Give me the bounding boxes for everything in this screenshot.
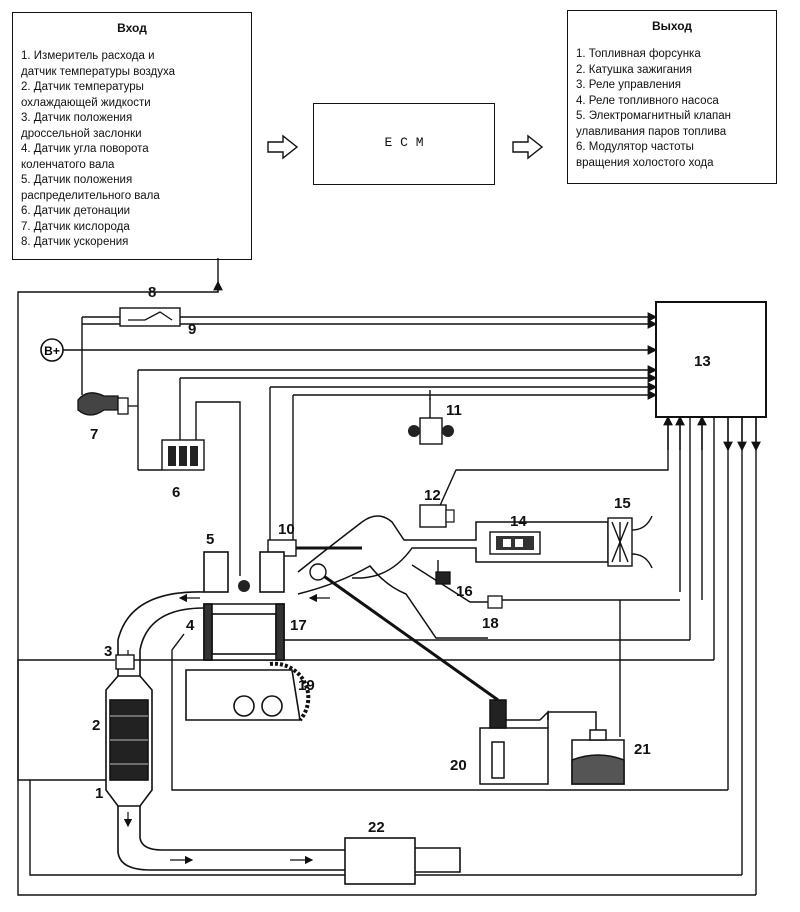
input_box-item: 2. Датчик температуры — [21, 81, 144, 93]
sensor-3 — [115, 654, 135, 670]
callout-11: 11 — [446, 402, 462, 419]
callout-6: 6 — [172, 484, 180, 501]
input_box-item: охлаждающей жидкости — [21, 96, 151, 109]
callout-18: 18 — [482, 615, 499, 632]
spark-plug — [238, 580, 250, 592]
callout-5: 5 — [206, 531, 214, 548]
ecm-label: E C M — [384, 135, 424, 150]
output-list: 1. Топливная форсунка 2. Катушка зажигани… — [576, 47, 731, 171]
fuel-tank-20 — [479, 699, 549, 785]
callout-14: 14 — [510, 513, 527, 530]
output_box-item: 6. Модулятор частоты — [576, 141, 694, 153]
callout-21: 21 — [634, 741, 651, 758]
fuel-vapor-valve-18 — [487, 595, 503, 609]
battery-label: B+ — [44, 344, 60, 358]
output_box-item: 4. Реле топливного насоса — [576, 94, 719, 107]
output_box-item: вращения холостого хода — [576, 156, 714, 169]
callout-15: 15 — [614, 495, 631, 512]
charcoal-canister-21 — [547, 711, 625, 785]
callout-8: 8 — [148, 284, 156, 301]
oxygen-sensor — [77, 392, 138, 416]
input_box-item: коленчатого вала — [21, 158, 115, 171]
fuel-pressure-regulator — [309, 563, 327, 581]
input_box-item: 4. Датчик угла поворота — [21, 143, 149, 155]
input_box-item: дроссельной заслонки — [21, 127, 142, 140]
callout-17: 17 — [290, 617, 307, 634]
input_box-item: датчик температуры воздуха — [21, 65, 175, 78]
output_box-item: 5. Электромагнитный клапан — [576, 110, 732, 122]
ecm-to-output-arrow — [512, 134, 544, 160]
input_box-item: 1. Измеритель расхода и — [21, 50, 155, 62]
output_box-item: 1. Топливная форсунка — [576, 48, 701, 60]
callout-2: 2 — [92, 717, 100, 734]
output_box-item: улавливания паров топлива — [576, 125, 727, 138]
input_box-item: 3. Датчик положения — [21, 112, 133, 124]
output-box-title: Выход — [651, 19, 693, 33]
input-list: 1. Измеритель расхода и датчик температур… — [21, 49, 175, 251]
catalytic-converter-2 — [105, 675, 153, 807]
input_box-item: распределительного вала — [21, 189, 160, 202]
input-box-title: Вход — [117, 21, 147, 35]
output_box-item: 3. Реле управления — [576, 79, 681, 91]
callout-22: 22 — [368, 819, 385, 836]
sensor-11 — [408, 398, 454, 445]
idle-valve-16 — [435, 571, 451, 585]
engine-block — [185, 551, 311, 722]
output-box: Выход 1. Топливная форсунка 2. Катушка за… — [567, 10, 777, 184]
ecu-unit — [655, 301, 767, 418]
input_box-item: 6. Датчик детонации — [21, 205, 131, 217]
callout-19: 19 — [298, 677, 315, 694]
fuel-line — [317, 570, 499, 702]
callout-4: 4 — [186, 617, 195, 634]
callout-7: 7 — [90, 426, 98, 443]
callout-10: 10 — [278, 521, 295, 538]
air-filter-15 — [607, 515, 653, 569]
knock-sensor — [161, 439, 205, 471]
callout-20: 20 — [450, 757, 467, 774]
input-to-ecm-arrow — [267, 134, 299, 160]
callout-13: 13 — [694, 353, 711, 370]
battery-terminal — [40, 338, 64, 362]
callout-12: 12 — [424, 487, 441, 504]
intake-tract — [297, 515, 609, 639]
air-flow-meter-14 — [489, 531, 541, 555]
callout-labels: 1 2 3 4 5 6 7 8 9 10 11 12 13 14 15 16 1… — [90, 284, 711, 836]
callout-9: 9 — [188, 321, 196, 338]
muffler-22 — [344, 837, 416, 885]
input_box-item: 7. Датчик кислорода — [21, 220, 130, 233]
throttle-valve-12 — [419, 504, 455, 528]
callout-16: 16 — [456, 583, 473, 600]
input-box: Вход 1. Измеритель расхода и датчик темпе… — [12, 12, 252, 260]
callout-1: 1 — [95, 785, 103, 802]
output_box-item: 2. Катушка зажигания — [576, 63, 692, 76]
exhaust-system — [117, 591, 461, 873]
input_box-item: 5. Датчик положения — [21, 174, 133, 186]
input_box-item: 8. Датчик ускорения — [21, 236, 129, 248]
callout-3: 3 — [104, 643, 112, 660]
ecm-box: E C M — [313, 103, 495, 185]
